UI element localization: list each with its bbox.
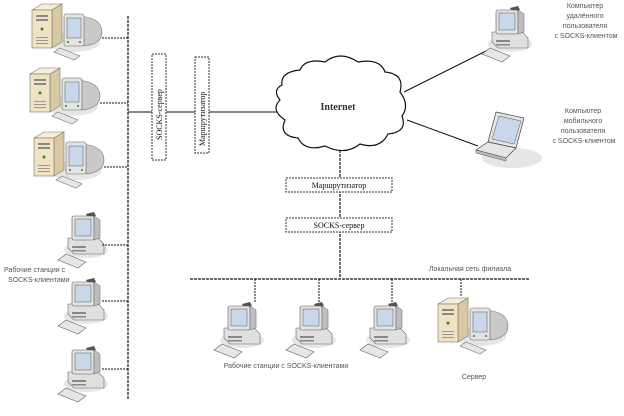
mobile-user-laptop[interactable] <box>475 111 543 169</box>
branch-network-label: Локальная сеть филиала <box>429 266 511 273</box>
branch-server[interactable] <box>437 297 509 355</box>
left-workstations-caption: Рабочие станции с SOCKS-клиентами <box>4 266 70 284</box>
link-internet-to-remote <box>403 49 489 93</box>
left-router-box[interactable]: Маршрутизатор <box>194 56 210 154</box>
branch-workstation[interactable] <box>213 301 265 359</box>
svg-text:SOCKS-сервер: SOCKS-сервер <box>314 221 365 230</box>
branch-workstation[interactable] <box>359 301 411 359</box>
svg-text:Internet: Internet <box>321 102 357 113</box>
remote-user-caption: Компьютер удалённого пользователя с SOCK… <box>554 3 617 40</box>
branch-router-box[interactable]: Маршрутизатор <box>285 177 393 193</box>
left-workstation[interactable] <box>33 131 128 189</box>
branch-socks-server-box[interactable]: SOCKS-сервер <box>285 217 393 233</box>
left-workstation[interactable] <box>57 211 128 269</box>
left-socks-server-box[interactable]: SOCKS-сервер <box>151 53 167 161</box>
svg-text:Маршрутизатор: Маршрутизатор <box>198 92 207 146</box>
left-workstation[interactable] <box>29 67 128 125</box>
svg-text:SOCKS-сервер: SOCKS-сервер <box>155 89 164 140</box>
branch-workstations-caption: Рабочие станции с SOCKS-клиентами <box>224 362 349 370</box>
left-workstation[interactable] <box>31 3 128 61</box>
branch-server-caption: Сервер <box>462 374 486 381</box>
branch-workstation[interactable] <box>285 301 337 359</box>
left-workstation[interactable] <box>57 277 128 335</box>
link-internet-to-mobile <box>406 119 479 147</box>
mobile-user-caption: Компьютер мобильного пользователя с SOCK… <box>552 108 615 145</box>
left-workstation[interactable] <box>57 345 128 403</box>
internet-cloud[interactable]: Internet <box>275 55 407 152</box>
svg-text:Маршрутизатор: Маршрутизатор <box>312 181 366 190</box>
remote-user-computer[interactable] <box>481 5 533 63</box>
